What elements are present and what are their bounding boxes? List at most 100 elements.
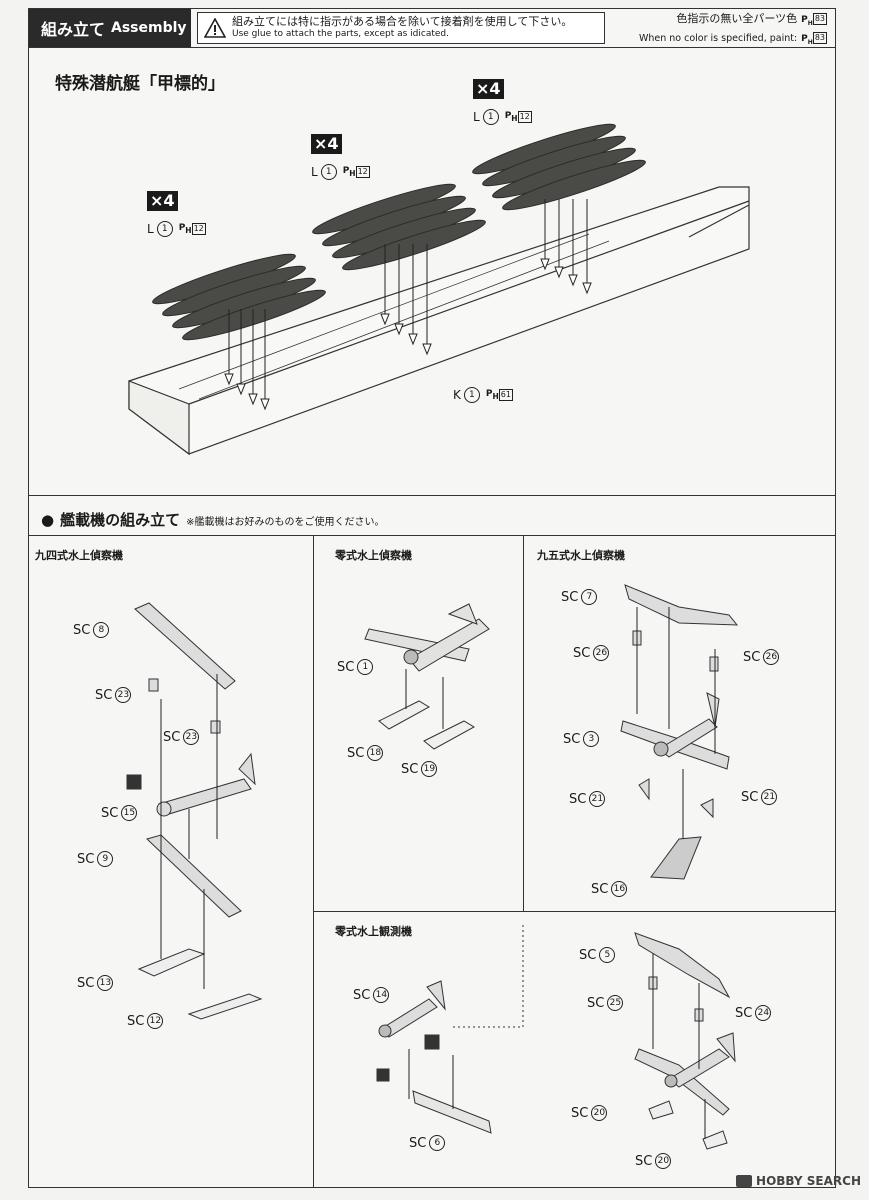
rack-base-illustration <box>128 186 750 456</box>
part-number: 26 <box>593 645 610 661</box>
warning-en: Use glue to attach the parts, except as … <box>232 29 450 39</box>
part-letter: SC <box>101 805 119 821</box>
part-number: 15 <box>121 805 138 821</box>
part-letter: SC <box>569 791 587 807</box>
section-heading: 組み立て Assembly <box>29 9 191 47</box>
part-letter: SC <box>735 1005 753 1021</box>
header-bar: 組み立て Assembly 組み立てには特に指示がある場合を除いて接着剤を使用し… <box>29 9 835 48</box>
part-number: 23 <box>115 687 132 703</box>
part-number: 6 <box>429 1135 446 1151</box>
qty-badge: ×4 <box>473 79 504 99</box>
midget-sub-title: 特殊潜航艇「甲標的」 <box>55 74 225 94</box>
part-number: 8 <box>93 622 110 638</box>
hobby-search-logo-icon <box>736 1175 753 1187</box>
heading-en: Assembly <box>111 20 187 36</box>
part-letter: SC <box>561 589 579 605</box>
part-number: 26 <box>763 649 780 665</box>
watermark: HOBBY SEARCH <box>736 1174 861 1188</box>
part-letter: SC <box>563 731 581 747</box>
part-letter: SC <box>77 975 95 991</box>
paint-mark-icon: PH <box>801 33 813 46</box>
aircraft-section-title: 艦載機の組み立て <box>60 511 181 529</box>
color-note-jp: 色指示の無い全パーツ色 <box>676 12 798 25</box>
section-divider <box>29 495 835 496</box>
part-letter: SC <box>571 1105 589 1121</box>
section-divider <box>29 535 835 536</box>
bullet-icon: ● <box>41 511 55 529</box>
warning-jp: 組み立てには特に指示がある場合を除いて接着剤を使用して下さい。 <box>232 15 573 28</box>
part-letter: SC <box>163 729 181 745</box>
color-code: 83 <box>812 32 827 45</box>
part-number: 18 <box>367 745 384 761</box>
instruction-sheet: 組み立て Assembly 組み立てには特に指示がある場合を除いて接着剤を使用し… <box>28 8 836 1188</box>
part-letter: SC <box>591 881 609 897</box>
color-code: 61 <box>498 389 513 401</box>
part-number: 3 <box>583 731 600 747</box>
part-number: 1 <box>156 221 173 237</box>
panel-title-type95: 九五式水上偵察機 <box>537 549 625 562</box>
part-letter: SC <box>73 622 91 638</box>
part-letter: SC <box>127 1013 145 1029</box>
part-letter: SC <box>587 995 605 1011</box>
part-letter: SC <box>337 659 355 675</box>
color-code: 12 <box>517 111 532 123</box>
glue-warning-box: 組み立てには特に指示がある場合を除いて接着剤を使用して下さい。 Use glue… <box>197 12 605 44</box>
sub-group-3 <box>472 123 646 211</box>
part-letter: SC <box>579 947 597 963</box>
panel-title-zero-recon: 零式水上偵察機 <box>335 549 412 562</box>
panel-title-zero-observation: 零式水上観測機 <box>335 925 412 938</box>
sub-group-1 <box>152 253 326 341</box>
aircraft-section-heading: ● 艦載機の組み立て ※艦載機はお好みのものをご使用ください。 <box>41 509 385 530</box>
part-letter: SC <box>635 1153 653 1169</box>
panel-divider <box>523 535 524 911</box>
part-number: 20 <box>591 1105 608 1121</box>
part-number: 19 <box>421 761 438 777</box>
part-number: 14 <box>373 987 390 1003</box>
part-number: 21 <box>761 789 778 805</box>
assembly-arrows <box>224 199 592 411</box>
part-letter: SC <box>401 761 419 777</box>
paint-mark-icon: PH <box>178 223 192 235</box>
part-number: 16 <box>611 881 628 897</box>
qty-badge: ×4 <box>147 191 178 211</box>
panel-divider <box>313 911 835 912</box>
part-number: 12 <box>147 1013 164 1029</box>
midget-sub-diagram <box>128 123 750 456</box>
part-letter: SC <box>95 687 113 703</box>
part-letter: L <box>311 165 318 179</box>
paint-mark-icon: PH <box>342 166 356 178</box>
aircraft-section-note: ※艦載機はお好みのものをご使用ください。 <box>186 517 385 528</box>
heading-jp: 組み立て <box>41 20 106 39</box>
part-letter: L <box>147 222 154 236</box>
part-number: 23 <box>183 729 200 745</box>
part-letter: SC <box>77 851 95 867</box>
part-number: 7 <box>581 589 598 605</box>
part-number: 13 <box>97 975 114 991</box>
part-letter: SC <box>409 1135 427 1151</box>
part-letter: SC <box>347 745 365 761</box>
part-number: 9 <box>97 851 114 867</box>
part-letter: K <box>453 388 461 402</box>
